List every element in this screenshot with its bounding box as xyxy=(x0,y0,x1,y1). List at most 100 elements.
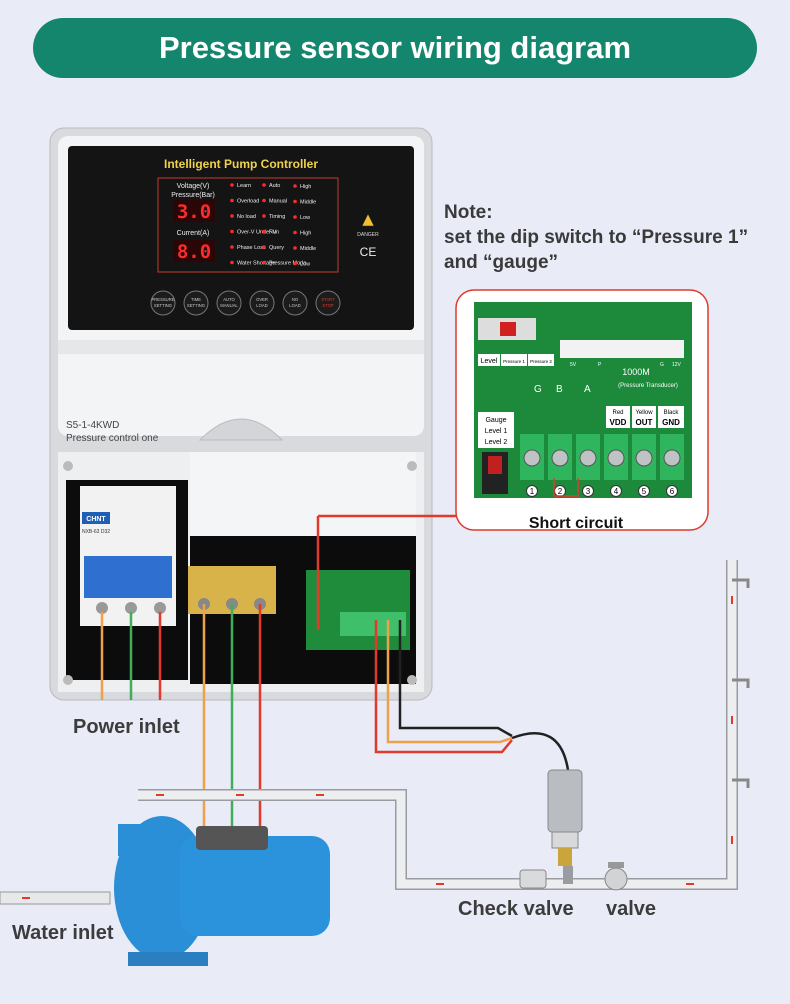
dip-option-pressure-1: Pressure 1 xyxy=(503,359,525,364)
panel-button-label: NO xyxy=(292,297,299,302)
lid-hinge xyxy=(58,340,424,354)
sensor-board-terminals xyxy=(340,612,406,636)
current-label: Current(A) xyxy=(177,230,210,237)
col-vdd-label: VDD xyxy=(610,418,627,427)
panel-button-label: SETTING xyxy=(154,303,172,308)
dip-option-pressure-2: Pressure 2 xyxy=(530,359,552,364)
water-inlet-pipe xyxy=(0,891,111,905)
pump-junction-box xyxy=(196,826,268,850)
vdd-tag xyxy=(606,406,630,428)
pump-motor xyxy=(180,836,330,936)
title-banner: Pressure sensor wiring diagram xyxy=(33,18,757,78)
terminal-screw-icon[interactable] xyxy=(551,449,569,467)
led-icon xyxy=(230,183,234,187)
terminal-b-label: B xyxy=(556,384,563,395)
panel-button[interactable] xyxy=(216,290,242,316)
note-block: Note: set the dip switch to “Pressure 1”… xyxy=(444,200,748,275)
board-id: 1000M xyxy=(622,367,650,377)
check-valve xyxy=(519,869,547,889)
display-frame xyxy=(157,177,339,273)
current-value: 8.0 xyxy=(177,241,211,263)
pressure-transducer xyxy=(547,769,583,833)
panel-title: Intelligent Pump Controller xyxy=(164,157,318,171)
voltage-label: Voltage(V) xyxy=(177,183,210,190)
valve-label: valve xyxy=(606,898,657,920)
terminal-number: 5 xyxy=(642,487,647,496)
led-icon xyxy=(293,246,297,250)
indicator-label: Timing xyxy=(269,214,285,220)
panel-button[interactable] xyxy=(282,290,308,316)
terminal-screw-icon[interactable] xyxy=(607,449,625,467)
breaker-terminal xyxy=(125,602,137,614)
pipe xyxy=(138,560,737,889)
control-panel-face xyxy=(68,146,414,330)
indicator-label: Run xyxy=(269,230,279,236)
terminal-number-badge xyxy=(610,485,622,497)
valve-body xyxy=(604,867,628,891)
led-icon xyxy=(262,260,266,265)
screw-icon xyxy=(407,461,417,471)
col-red-label: Red xyxy=(612,410,623,416)
panel-button-label: TIME xyxy=(191,297,201,302)
current-display xyxy=(173,240,215,262)
power-inlet-label: Power inlet xyxy=(73,716,180,738)
wire xyxy=(374,620,513,754)
led-icon xyxy=(293,215,297,219)
connector-label: 5V xyxy=(570,362,577,368)
dip-switch-knob xyxy=(500,322,516,336)
panel-button[interactable] xyxy=(150,290,176,316)
terminal-number: 1 xyxy=(530,487,535,496)
indicator-label: No load xyxy=(237,214,256,220)
mode-gauge: Gauge xyxy=(485,417,506,424)
led-icon xyxy=(230,245,234,249)
danger-icon xyxy=(361,213,375,227)
col-gnd-label: GND xyxy=(662,418,680,427)
led-icon xyxy=(262,245,266,249)
check-valve-label: Check valve xyxy=(458,898,574,920)
short-circuit-label: Short circuit xyxy=(529,515,624,532)
mode-label-plate xyxy=(478,412,514,448)
panel-button-label: SETTING xyxy=(187,303,205,308)
col-black-label: Black xyxy=(664,410,680,416)
connector-label: 12V xyxy=(672,362,682,368)
terminal-screw-icon[interactable] xyxy=(523,449,541,467)
out-tag xyxy=(632,406,656,428)
terminal-screw-icon[interactable] xyxy=(635,449,653,467)
screw-icon xyxy=(63,675,73,685)
lid-latch xyxy=(198,418,284,441)
panel-button-label: LOAD xyxy=(289,303,300,308)
pump-base xyxy=(128,952,208,966)
panel-button-label: OVER xyxy=(256,297,268,302)
model-label: S5-1-4KWD xyxy=(66,420,119,431)
voltage-value: 3.0 xyxy=(177,201,211,223)
led-icon xyxy=(262,198,266,203)
panel-button[interactable] xyxy=(315,290,341,316)
indicator-label: Query xyxy=(269,245,284,251)
indicator-label: Manual xyxy=(269,199,287,205)
panel-button[interactable] xyxy=(183,290,209,316)
connector-label: P xyxy=(598,362,602,368)
led-icon xyxy=(230,214,234,218)
wire xyxy=(386,620,513,744)
level-label: Middle xyxy=(300,246,316,252)
danger-label: DANGER xyxy=(357,232,379,238)
led-icon xyxy=(262,229,266,234)
terminal-number-badge xyxy=(638,485,650,497)
panel-button[interactable] xyxy=(249,290,275,316)
transducer-label: (Pressure Transducer) xyxy=(618,383,678,389)
note-heading: Note: xyxy=(444,202,493,223)
terminal-number: 2 xyxy=(558,487,563,496)
terminal-screw-icon[interactable] xyxy=(579,449,597,467)
panel-button-label: MANUAL xyxy=(220,303,238,308)
cover-plate xyxy=(190,452,416,536)
valve-handle xyxy=(608,862,624,868)
terminal-g-label: G xyxy=(534,384,542,395)
panel-button-label: PRESSURE xyxy=(151,297,174,302)
transducer-thread xyxy=(558,848,572,866)
dip-option-tag xyxy=(528,354,554,366)
led-icon xyxy=(230,260,234,265)
terminal-screw-icon[interactable] xyxy=(663,449,681,467)
ribbon-connector xyxy=(560,340,684,358)
